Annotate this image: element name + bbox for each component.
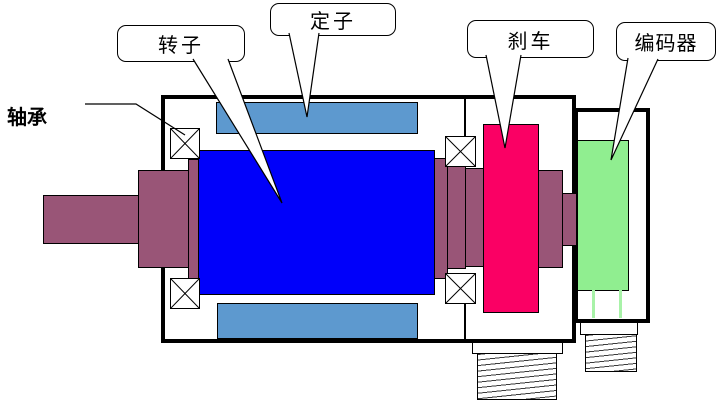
bearing-top-right — [445, 136, 476, 167]
hub-disc-4 — [538, 170, 563, 268]
brake-disc — [483, 124, 539, 313]
encoder-connector-thread — [585, 334, 637, 372]
bearing-bottom-right — [445, 273, 476, 304]
stator-top — [216, 102, 418, 134]
brake-label: 刹车 — [507, 28, 554, 53]
encoder-body — [577, 140, 629, 291]
inner-wall-bottom — [464, 303, 466, 342]
bearing-cross-icon — [446, 274, 475, 303]
callout-encoder: 编码器 — [616, 22, 716, 61]
bearing-label: 轴承 — [7, 105, 47, 129]
bearing-top-left — [170, 128, 200, 159]
shaft-main — [43, 195, 139, 244]
rotor-label: 转子 — [158, 33, 204, 57]
callout-stator: 定子 — [270, 3, 396, 36]
rotor-core — [198, 150, 435, 295]
inner-wall-top — [464, 99, 466, 137]
bearing-bottom-left — [170, 278, 200, 309]
shaft-step — [138, 170, 189, 268]
shaft-stub — [562, 193, 577, 246]
callout-brake: 刹车 — [467, 20, 594, 58]
hub-disc-1 — [434, 158, 448, 279]
encoder-wire-left — [592, 290, 595, 318]
hub-disc-2 — [447, 166, 466, 269]
callout-rotor: 转子 — [117, 25, 245, 62]
bearing-cross-icon — [446, 137, 475, 166]
stator-bottom — [217, 303, 418, 339]
main-connector-thread — [477, 353, 557, 400]
encoder-label: 编码器 — [634, 31, 698, 55]
encoder-wire-right — [619, 290, 622, 318]
stator-label: 定子 — [310, 9, 356, 33]
bearing-cross-icon — [171, 279, 199, 308]
hub-disc-3 — [465, 168, 484, 267]
bearing-cross-icon — [171, 129, 199, 158]
